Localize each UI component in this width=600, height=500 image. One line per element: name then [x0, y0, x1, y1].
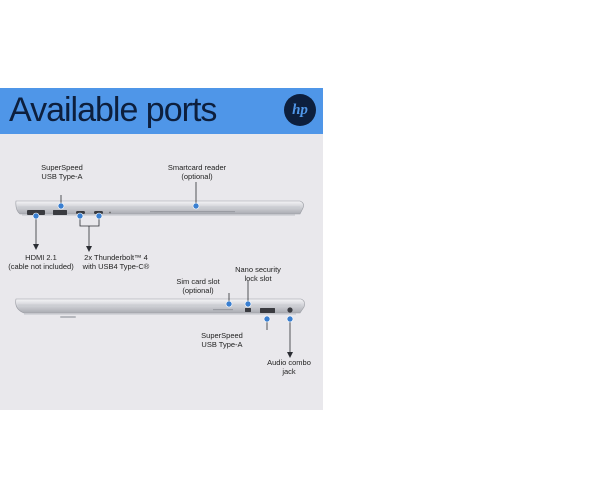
label-nano-security-lock: Nano security lock slot [235, 265, 281, 283]
audio-jack [287, 307, 293, 313]
sim-card-slot [213, 309, 233, 311]
label-hdmi: HDMI 2.1 (cable not included) [8, 253, 74, 271]
ports-infographic: Available ports hp [0, 88, 323, 410]
page-title: Available ports [9, 91, 217, 129]
arrow-heads [33, 244, 293, 358]
nano-lock-slot [245, 308, 251, 312]
label-superspeed-usb-a-right: SuperSpeed USB Type-A [201, 331, 243, 349]
label-superspeed-usb-a-left: SuperSpeed USB Type-A [41, 163, 83, 181]
hp-logo-icon: hp [284, 94, 316, 126]
usb-a-port-right [260, 308, 275, 313]
laptop-right-side [15, 298, 305, 318]
label-thunderbolt: 2x Thunderbolt™ 4 with USB4 Type-C® [82, 253, 150, 271]
header-banner: Available ports hp [0, 88, 323, 134]
label-audio-combo-jack: Audio combo jack [267, 358, 311, 376]
hp-logo-text: hp [292, 102, 308, 118]
label-sim-card-slot: Sim card slot (optional) [176, 277, 220, 295]
usb-a-port-left [53, 210, 67, 215]
hdmi-port [27, 210, 45, 215]
ports-diagram [15, 182, 305, 358]
laptop-left-side [15, 200, 304, 216]
label-smartcard-reader: Smartcard reader (optional) [167, 163, 227, 181]
port-markers [32, 202, 294, 323]
smartcard-slot [150, 211, 235, 213]
